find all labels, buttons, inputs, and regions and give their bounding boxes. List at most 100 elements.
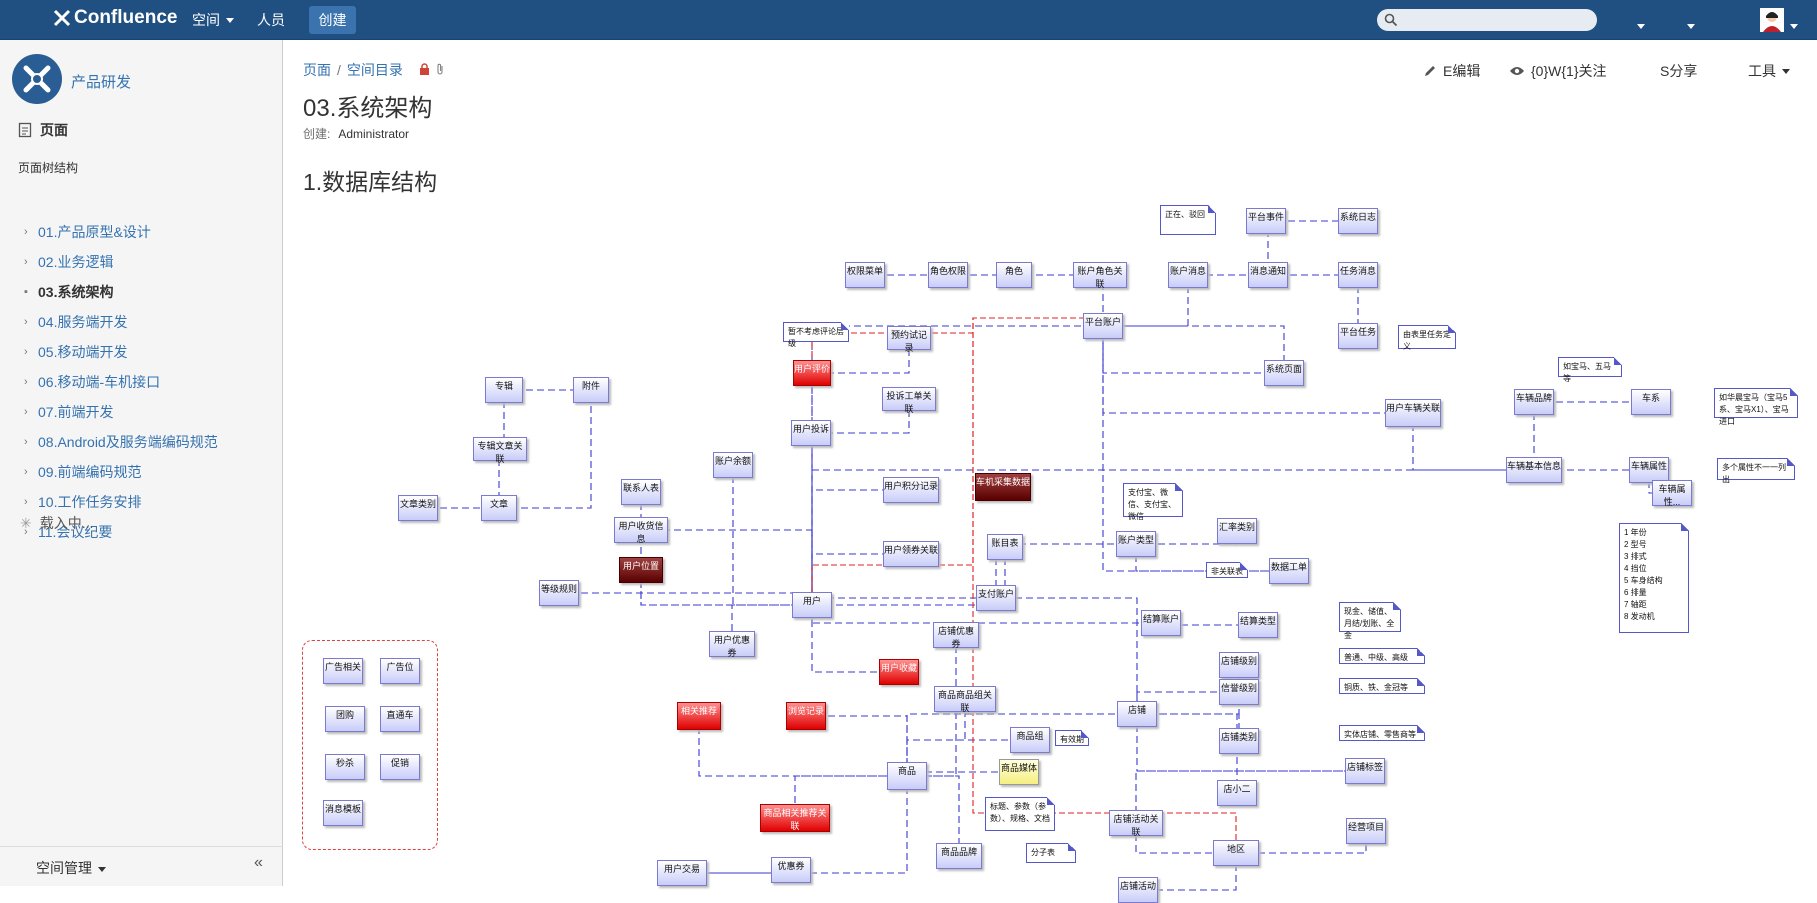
watch-button[interactable]: {0}W{1}关注	[1509, 61, 1607, 81]
tools-menu[interactable]: 工具	[1748, 61, 1790, 81]
spaces-menu[interactable]: 空间	[192, 0, 234, 40]
pencil-icon	[1425, 66, 1435, 76]
diagram-entity: 附件	[573, 377, 609, 403]
chevron-right-icon[interactable]: ›	[24, 406, 28, 418]
diagram-entity: 文章	[481, 495, 517, 521]
sidebar-tree-item[interactable]: ›02.业务逻辑	[24, 252, 113, 272]
diagram-entity: 用户收藏	[879, 659, 919, 685]
diagram-entity: 预约试记录	[887, 326, 931, 353]
diagram-connector	[806, 715, 908, 776]
diagram-note: 支付宝、微信、支付宝、微信	[1123, 483, 1183, 521]
space-admin-label: 空间管理	[36, 860, 92, 876]
diagram-note: 分子表	[1026, 843, 1076, 863]
section-heading: 1.数据库结构	[303, 169, 438, 195]
chevron-right-icon[interactable]: ›	[24, 346, 28, 358]
sidebar-tree-item-label: 04.服务端开发	[38, 314, 128, 330]
create-button[interactable]: 创建	[309, 6, 356, 34]
diagram-entity: 用户	[792, 592, 832, 618]
sidebar-tree-item[interactable]: ›09.前端编码规范	[24, 462, 141, 482]
user-menu-chevron-down-icon[interactable]	[1790, 18, 1798, 36]
share-button[interactable]: S分享	[1660, 63, 1698, 79]
diagram-entity: 车辆基本信息	[1506, 457, 1562, 483]
diagram-note: 暂不考虑评论层级	[783, 322, 849, 348]
diagram-entity: 店铺	[1117, 701, 1157, 727]
sidebar-tree-item-label: 07.前端开发	[38, 404, 114, 420]
diagram-entity: 商品媒体	[999, 759, 1039, 785]
diagram-note: 普通、中级、高级	[1339, 648, 1425, 664]
diagram-entity: 用户积分记录	[883, 477, 939, 503]
space-logo[interactable]	[12, 54, 62, 104]
sidebar-divider	[0, 846, 283, 847]
chevron-right-icon[interactable]: ›	[24, 526, 28, 538]
sidebar-tree-item[interactable]: › 07.前端开发	[24, 402, 113, 422]
diagram-entity: 账目表	[987, 534, 1023, 560]
sidebar-tree-item-label: 08.Android及服务端编码规范	[38, 434, 218, 450]
diagram-entity: 广告相关	[323, 658, 363, 684]
diagram-entity: 账户余额	[713, 452, 753, 478]
diagram-entity: 用户投诉	[791, 420, 831, 446]
breadcrumb-space-directory-link[interactable]: 空间目录	[346, 62, 403, 78]
diagram-entity: 数据工单	[1269, 558, 1309, 584]
diagram-entity: 专辑文章关联	[473, 437, 527, 464]
pages-link[interactable]: 页面	[18, 120, 68, 140]
sidebar-tree-item[interactable]: ›06.移动端-车机接口	[24, 372, 160, 392]
diagram-connector	[811, 605, 1161, 624]
sidebar-tree-item[interactable]: ›11.会议纪要	[24, 522, 112, 542]
page-title: 03.系统架构	[303, 95, 433, 122]
attachment-icon[interactable]	[436, 62, 444, 78]
diagram-note: 如华晨宝马（宝马5系、宝马X1）、宝马进口	[1714, 388, 1798, 426]
space-admin-menu[interactable]: 空间管理	[36, 858, 106, 878]
search-input[interactable]	[1377, 9, 1597, 31]
lock-icon[interactable]	[419, 62, 430, 78]
confluence-logo[interactable]: Confluence	[52, 7, 177, 29]
chevron-right-icon[interactable]: ›	[24, 226, 28, 238]
diagram-entity: 支付账户	[976, 585, 1016, 611]
diagram-entity: 经营项目	[1346, 818, 1386, 844]
edit-button[interactable]: E编辑	[1423, 61, 1480, 81]
diagram-entity: 联系人表	[621, 479, 661, 505]
chevron-right-icon[interactable]: ›	[24, 436, 28, 448]
loading-spinner-icon: ✳	[20, 514, 32, 531]
diagram-connector	[1135, 544, 1289, 572]
people-link[interactable]: 人员	[257, 0, 285, 40]
sidebar-tree-item[interactable]: ›10.工作任务安排	[24, 492, 141, 512]
user-avatar[interactable]	[1760, 8, 1784, 32]
space-name-link[interactable]: 产品研发	[71, 74, 132, 91]
diagram-entity: 车系	[1631, 389, 1671, 415]
notifications-menu-chevron-down-icon[interactable]	[1687, 18, 1695, 36]
diagram-connector	[811, 605, 899, 673]
search-icon	[1384, 13, 1398, 27]
chevron-right-icon[interactable]: ›	[24, 256, 28, 268]
chevron-right-icon[interactable]: ›	[24, 316, 28, 328]
diagram-entity: 促销	[380, 754, 420, 780]
chevron-right-icon[interactable]: ›	[24, 376, 28, 388]
sidebar-tree-item[interactable]: › 08.Android及服务端编码规范	[24, 432, 218, 452]
diagram-entity: 店铺活动关联	[1109, 810, 1163, 837]
diagram-entity: 账户消息	[1168, 262, 1208, 288]
confluence-x-icon	[53, 9, 71, 27]
diagram-connector	[1136, 714, 1365, 772]
diagram-entity: 车辆属性...	[1652, 480, 1692, 507]
diagram-entity: 消息模板	[323, 800, 363, 826]
top-navigation-bar: Confluence 空间 人员 创建	[0, 0, 1817, 40]
loading-label: 载入中...	[39, 515, 94, 531]
diagram-connector	[1102, 326, 1284, 374]
diagram-entity: 商品组	[1010, 727, 1050, 753]
author-link[interactable]: Administrator	[338, 127, 410, 141]
sidebar-tree-item[interactable]: ›05.移动端开发	[24, 342, 127, 362]
diagram-entity: 广告位	[380, 658, 420, 684]
sidebar-tree-item[interactable]: ▪03.系统架构	[24, 282, 113, 302]
diagram-entity: 车辆品牌	[1514, 389, 1554, 415]
diagram-connector	[559, 592, 813, 605]
diagram-entity: 用户位置	[619, 557, 663, 583]
spaces-label: 空间	[192, 12, 220, 28]
chevron-right-icon[interactable]: ›	[24, 496, 28, 508]
chevron-right-icon[interactable]: ›	[24, 466, 28, 478]
help-menu-chevron-down-icon[interactable]	[1637, 18, 1645, 36]
breadcrumb-pages-link[interactable]: 页面	[303, 62, 331, 78]
diagram-entity: 角色	[996, 262, 1032, 288]
sidebar-tree-item[interactable]: › 04.服务端开发	[24, 312, 127, 332]
sidebar-tree-item[interactable]: ›01.产品原型&设计	[24, 222, 151, 242]
collapse-sidebar-icon[interactable]: «	[254, 854, 263, 871]
diagram-connector	[907, 635, 957, 777]
